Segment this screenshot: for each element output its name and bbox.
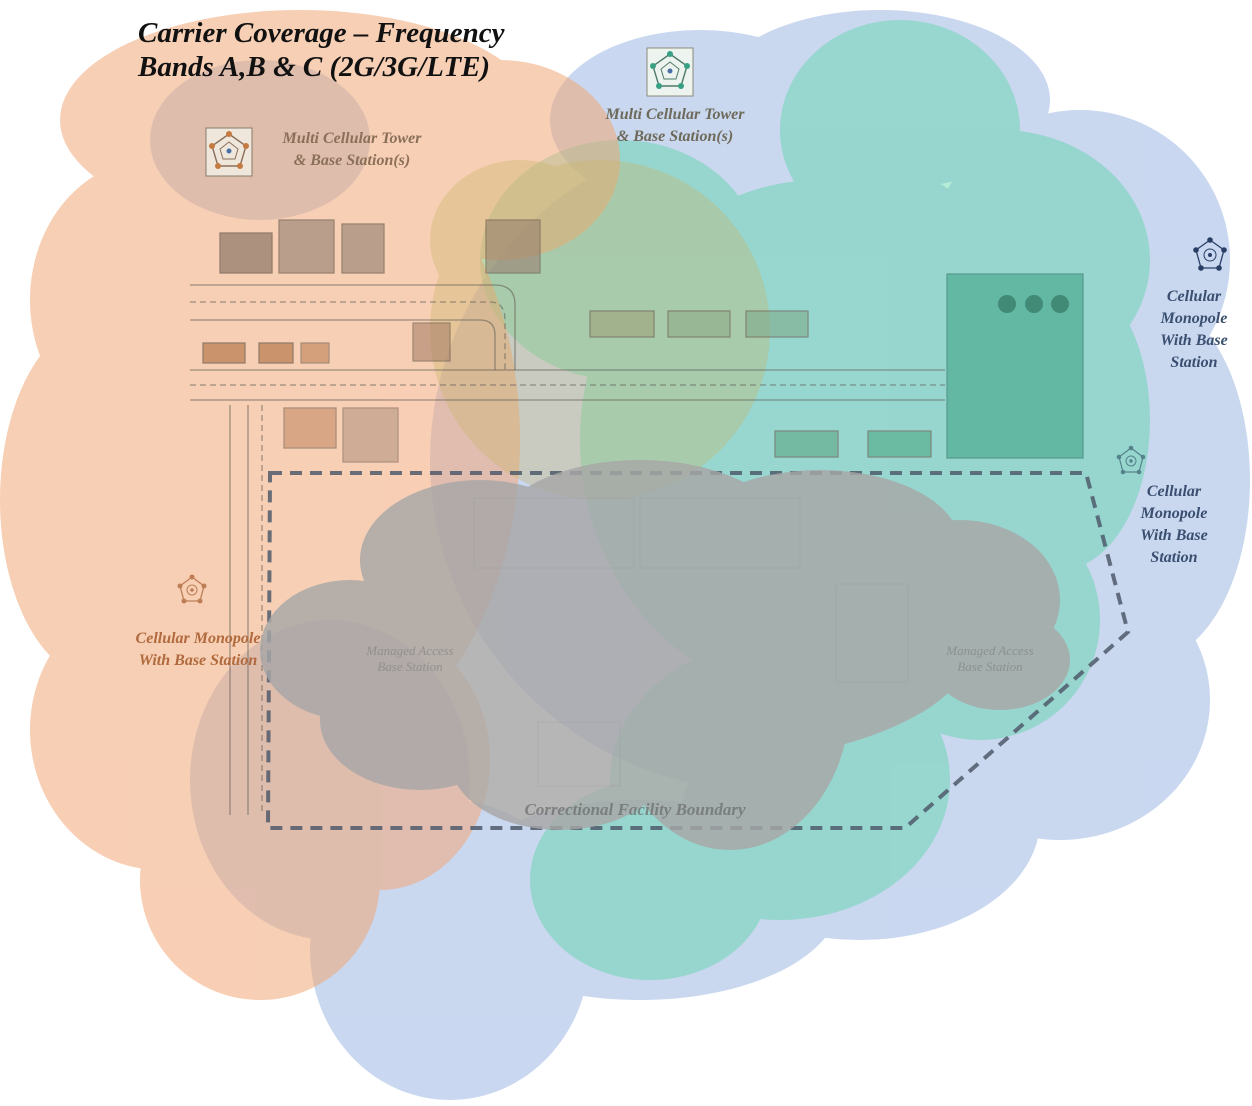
- facility-structures: [202, 219, 1084, 463]
- multi-cellular-tower-icon: [646, 47, 694, 97]
- cellular-monopole-icon: [1193, 237, 1227, 271]
- monopole-label-left: Cellular Monopole With Base Station: [135, 630, 261, 669]
- title-line-2: Bands A,B & C (2G/3G/LTE): [138, 51, 491, 83]
- monopole-label-right-mid: Cellular Monopole With Base Station: [1140, 483, 1208, 566]
- boundary-label: Correctional Facility Boundary: [524, 800, 746, 819]
- coverage-cloud-gray: [260, 460, 1070, 850]
- managed-access-label-left: Managed Access Base Station: [366, 643, 454, 674]
- managed-access-label-right: Managed Access Base Station: [946, 643, 1034, 674]
- roads: [190, 284, 945, 815]
- cellular-monopole-icon: [177, 574, 207, 604]
- diagram-title: Carrier Coverage – Frequency Bands A,B &…: [138, 16, 598, 84]
- monopole-label-right-top: Cellular Monopole With Base Station: [1160, 288, 1228, 371]
- tower-label-center: Multi Cellular Tower & Base Station(s): [605, 106, 745, 145]
- multi-cellular-tower-icon: [205, 127, 253, 177]
- tower-label-left: Multi Cellular Tower & Base Station(s): [282, 130, 422, 169]
- facility-boundary: [265, 471, 1131, 830]
- title-line-1: Carrier Coverage – Frequency: [138, 17, 505, 49]
- cellular-monopole-icon: [1116, 445, 1146, 475]
